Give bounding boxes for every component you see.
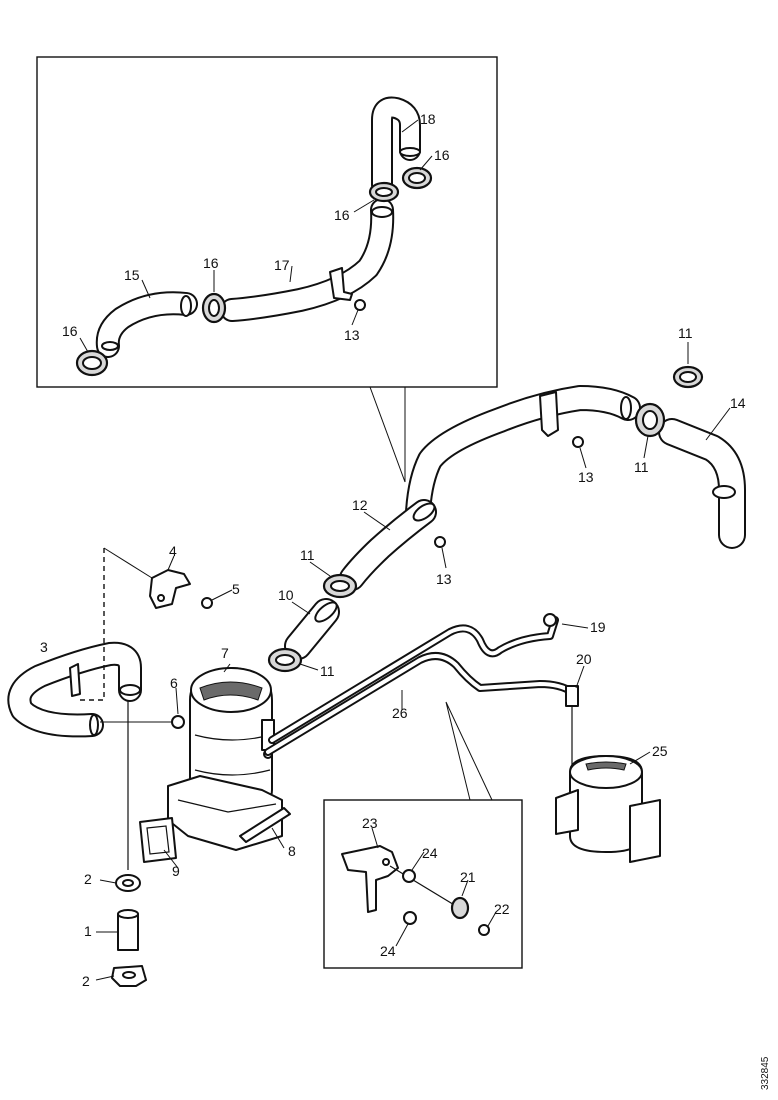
seal-2-lower	[111, 965, 147, 987]
label-8: 8	[288, 843, 296, 859]
label-6: 6	[170, 675, 178, 691]
inset-bolt-13	[354, 299, 366, 311]
label-11-d: 11	[320, 663, 335, 679]
label-9: 9	[172, 863, 180, 879]
hose-main-upper	[405, 385, 641, 525]
inset-hose-15	[95, 291, 198, 358]
bolt-22	[478, 924, 490, 936]
inset-clamp-16-upper	[401, 166, 433, 190]
label-11-b: 11	[634, 459, 649, 475]
label-21: 21	[460, 869, 476, 885]
clip-21	[450, 896, 470, 920]
fuel-line-19	[268, 613, 559, 744]
bolt-13-mid	[434, 536, 446, 548]
label-25: 25	[652, 743, 668, 759]
label-17: 17	[274, 257, 290, 273]
label-12: 12	[352, 497, 368, 513]
label-16-c: 16	[203, 255, 219, 271]
clamp-11-top	[672, 365, 704, 389]
bolt-13-right	[572, 436, 584, 448]
label-18: 18	[420, 111, 436, 127]
bolt-5	[201, 597, 213, 609]
label-22: 22	[494, 901, 510, 917]
detail-inset-bottom	[323, 701, 523, 969]
callout-leaders	[79, 119, 731, 981]
label-19: 19	[590, 619, 606, 635]
label-11-c: 11	[300, 547, 315, 563]
fitting-20	[565, 685, 579, 707]
fuel-line-26	[264, 652, 576, 756]
label-14: 14	[730, 395, 746, 411]
pipe-6	[100, 715, 185, 729]
reference-number: 332845	[760, 1056, 771, 1090]
label-7: 7	[221, 645, 229, 661]
label-11-a: 11	[678, 325, 693, 341]
heater-7	[167, 667, 283, 851]
label-1: 1	[84, 923, 92, 939]
inset-hose-17	[220, 198, 395, 322]
label-2-a: 2	[84, 871, 92, 887]
label-20: 20	[576, 651, 592, 667]
dashed-guide-3	[78, 548, 105, 701]
detail-inset-top	[36, 56, 498, 483]
hose-3	[7, 641, 142, 738]
pipe-1	[117, 909, 139, 951]
label-13-a: 13	[344, 327, 360, 343]
label-24-b: 24	[380, 943, 396, 959]
label-24-a: 24	[422, 845, 438, 861]
label-16-b: 16	[334, 207, 350, 223]
seal-2-upper	[115, 874, 141, 892]
nut-24-lower	[403, 911, 417, 925]
label-5: 5	[232, 581, 240, 597]
bracket-4	[149, 569, 191, 609]
label-13-b: 13	[578, 469, 594, 485]
label-16-a: 16	[434, 147, 450, 163]
label-3: 3	[40, 639, 48, 655]
hose-12	[339, 499, 437, 591]
inset-hose-18	[371, 96, 421, 196]
inset-clamp-16-mid	[368, 181, 400, 203]
clamp-11-right	[634, 402, 666, 438]
nut-24-upper	[402, 869, 416, 883]
inset-clamp-16-end	[75, 349, 109, 377]
label-13-c: 13	[436, 571, 452, 587]
label-4: 4	[169, 543, 177, 559]
label-23: 23	[362, 815, 378, 831]
label-10: 10	[278, 587, 294, 603]
inset-clamp-16-left	[201, 292, 227, 324]
bracket-23	[341, 845, 457, 913]
gasket-9	[139, 817, 177, 863]
hose-14	[658, 418, 746, 549]
clamp-11-low	[267, 647, 303, 673]
label-15: 15	[124, 267, 140, 283]
label-2-b: 2	[82, 973, 90, 989]
pipe-10	[284, 598, 340, 660]
label-26: 26	[392, 705, 408, 721]
clamp-11-mid	[322, 573, 358, 599]
fuel-pump-25	[555, 755, 661, 863]
screw-8	[239, 807, 291, 843]
label-16-d: 16	[62, 323, 78, 339]
